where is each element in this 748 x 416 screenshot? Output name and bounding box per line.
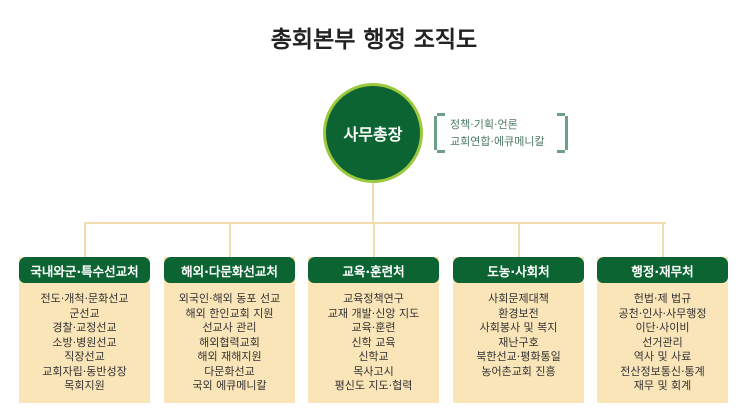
duty-item: 평신도 지도·협력 (334, 379, 413, 392)
duty-item: 교육정책연구 (343, 292, 404, 305)
duty-item: 이단·사이비 (635, 321, 690, 334)
duty-item: 국외 에큐메니칼 (192, 379, 267, 392)
duty-item: 재난구호 (498, 335, 539, 349)
connector-drop (84, 222, 86, 257)
chart-title: 총회본부 행정 조직도 (270, 27, 478, 53)
connector-drop (518, 222, 520, 257)
duty-item: 외국인·해외 동포 선교 (178, 292, 281, 305)
duty-item: 교회자립·동반성장 (42, 364, 127, 378)
connector-vertical (372, 180, 374, 223)
duty-item: 사회봉사 및 복지 (479, 321, 558, 334)
head-node: 사무총장 (323, 83, 423, 183)
duty-item: 공천·인사·사무행정 (618, 306, 707, 320)
connector-drop (373, 222, 375, 257)
duty-item: 북한선교·평화통일 (476, 350, 561, 363)
duty-item: 역사 및 사료 (633, 350, 692, 363)
duty-item: 해외 재해지원 (197, 350, 262, 363)
department-header: 교육·훈련처 (308, 257, 439, 283)
duty-item: 소방·병원선교 (52, 335, 117, 349)
department-header: 도농·사회처 (453, 257, 584, 283)
duty-item: 헌법·제 법규 (633, 292, 692, 305)
department-header: 해외·다문화선교처 (164, 257, 295, 283)
duty-item: 선거관리 (642, 335, 683, 349)
duty-item: 다문화선교 (204, 364, 255, 378)
connector-horizontal (84, 222, 666, 224)
duty-item: 환경보전 (498, 306, 539, 320)
duty-item: 군선교 (69, 306, 100, 320)
duty-item: 직장선교 (64, 350, 105, 363)
duty-item: 신학 교육 (351, 335, 396, 349)
department-header: 국내와군·특수선교처 (19, 257, 150, 283)
duty-item: 전산정보통신·통계 (620, 364, 705, 378)
duty-item: 교재 개발·신앙 지도 (327, 306, 420, 320)
duty-item: 경찰·교정선교 (52, 321, 117, 334)
duty-item: 목회지원 (64, 379, 105, 392)
duty-item: 해외협력교회 (199, 335, 260, 349)
duty-item: 목사고시 (353, 364, 394, 378)
duty-item: 사회문제대책 (488, 292, 549, 305)
duty-item: 교육·훈련 (351, 321, 396, 334)
duty-item: 선교사 관리 (202, 321, 257, 334)
head-duty: 정책·기획·언론 (450, 118, 518, 131)
connector-drop (229, 222, 231, 257)
connector-drop (662, 222, 664, 257)
duty-item: 해외 한인교회 지원 (185, 306, 274, 320)
head-label: 사무총장 (343, 125, 403, 144)
duty-item: 전도·개척·문화선교 (40, 292, 129, 305)
head-duties: 정책·기획·언론 교회연합·에큐메니칼 (434, 113, 568, 153)
duty-item: 농어촌교회 진흥 (481, 364, 556, 378)
duty-item: 신학교 (358, 350, 389, 363)
department-header: 행정·재무처 (597, 257, 728, 283)
duty-item: 재무 및 회계 (633, 379, 692, 392)
head-duty: 교회연합·에큐메니칼 (450, 135, 545, 148)
